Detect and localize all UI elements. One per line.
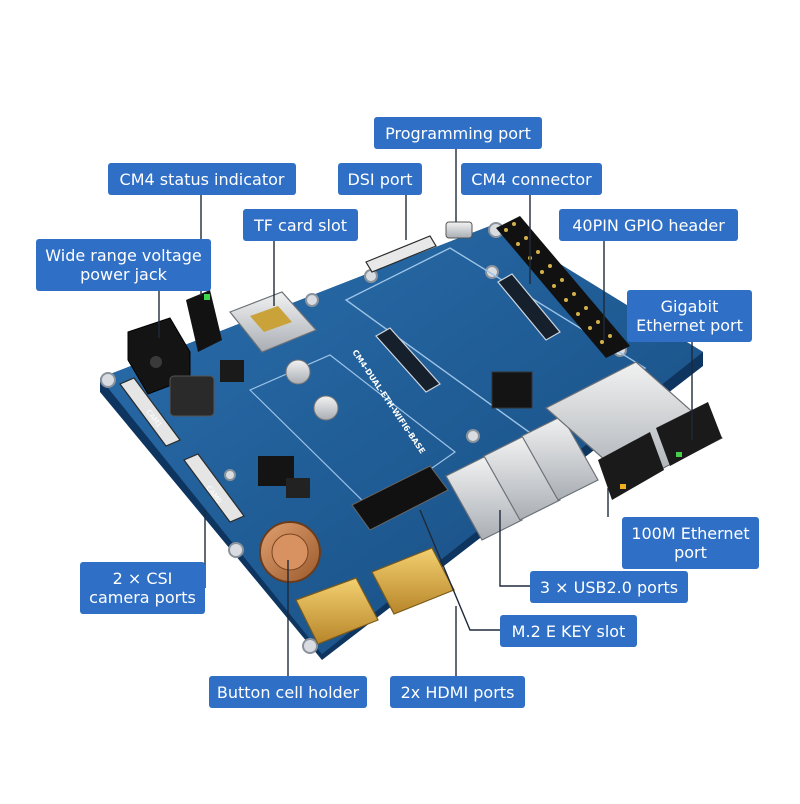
csi-connector-shapes [119,377,245,523]
label-gigabit-ethernet: Gigabit Ethernet port [627,290,752,342]
label-button-cell-holder: Button cell holder [209,676,367,708]
label-gpio-header: 40PIN GPIO header [559,209,738,241]
cm4-connector-shapes [375,273,561,393]
mounting-holes [100,222,627,654]
label-cm4-status-indicator: CM4 status indicator [108,163,296,195]
label-tf-card-slot: TF card slot [243,209,358,241]
dsi-port-shape [365,235,437,273]
usb-port-shapes [445,415,599,541]
screw-post [313,395,339,421]
programming-port-shape [445,221,473,239]
screw-post [285,359,311,385]
ethernet-port-shapes [544,361,724,500]
label-100m-ethernet: 100M Ethernet port [622,517,759,569]
label-hdmi-ports: 2x HDMI ports [390,676,525,708]
label-csi-ports: 2 × CSI camera ports [80,562,205,614]
inductor [169,375,215,417]
label-cm4-connector: CM4 connector [461,163,602,195]
label-programming-port: Programming port [374,117,542,149]
cm4-outline [344,247,647,441]
label-power-jack: Wide range voltage power jack [36,239,211,291]
label-dsi-port: DSI port [338,163,422,195]
m2-slot-shape [351,465,449,531]
hdmi-port-shapes [295,547,455,645]
label-m2-slot: M.2 E KEY slot [500,615,637,647]
status-led-shape [186,290,222,352]
label-usb-ports: 3 × USB2.0 ports [530,571,688,603]
